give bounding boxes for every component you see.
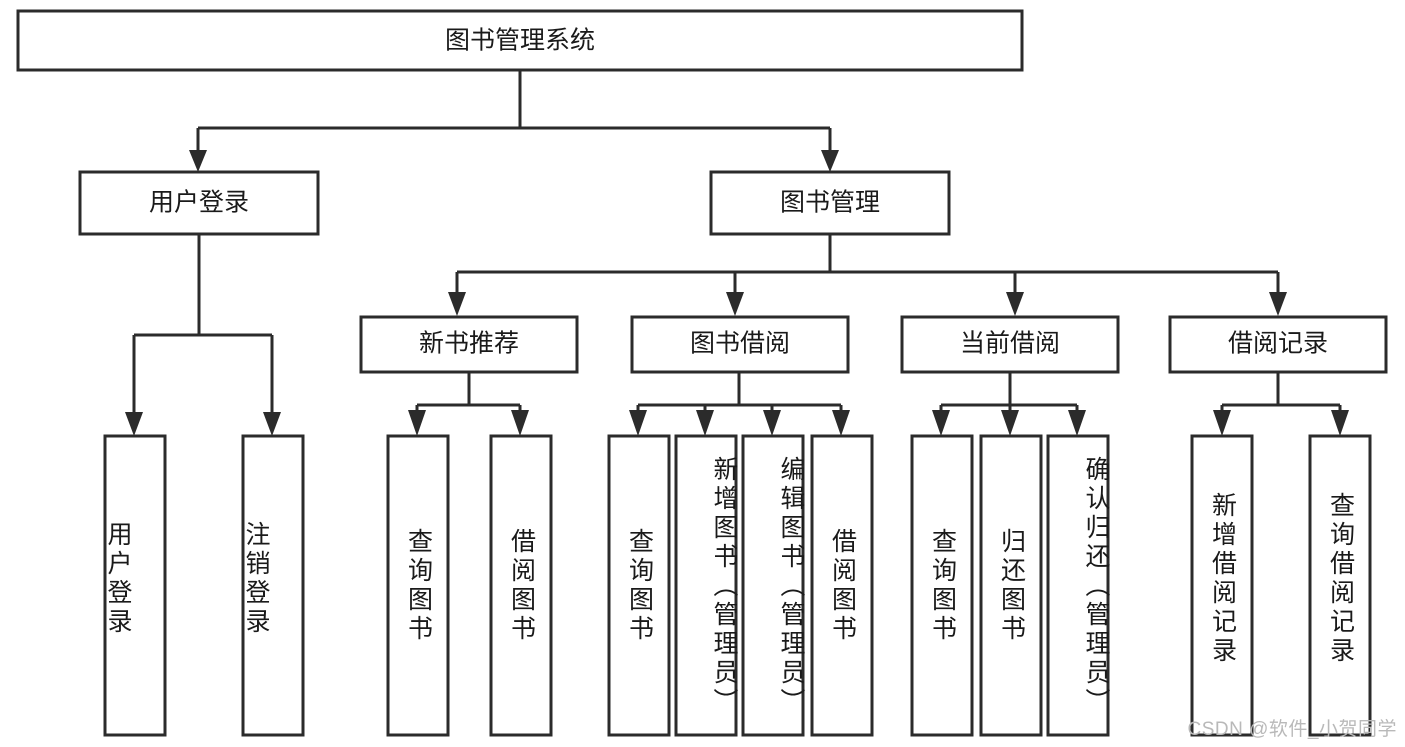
leafbox-add-book[interactable]	[674, 434, 738, 737]
leafbox-borrow-book-2[interactable]	[810, 434, 874, 737]
leafbox-logout[interactable]	[241, 434, 305, 737]
node-root[interactable]: 图书管理系统	[16, 9, 1024, 72]
node-current-borrow-label: 当前借阅	[960, 330, 1060, 358]
connector-borrowrecord-to-leaves	[1213, 372, 1349, 436]
connector-root-to-level2	[189, 70, 839, 172]
node-new-book-recommend[interactable]: 新书推荐	[359, 315, 579, 374]
leafbox-borrow-book-1[interactable]	[489, 434, 553, 737]
node-borrow-record-label: 借阅记录	[1228, 330, 1328, 358]
connector-bookborrow-to-leaves	[629, 372, 850, 436]
node-user-login[interactable]: 用户登录	[78, 170, 320, 236]
leafbox-return-book[interactable]	[979, 434, 1043, 737]
leafbox-confirm-return[interactable]	[1046, 434, 1110, 737]
node-root-label: 图书管理系统	[445, 27, 595, 55]
node-current-borrow[interactable]: 当前借阅	[900, 315, 1120, 374]
leafbox-query-record[interactable]	[1308, 434, 1372, 737]
node-book-borrow-label: 图书借阅	[690, 330, 790, 358]
connector-userlogin-to-leaves	[125, 234, 281, 436]
node-book-management[interactable]: 图书管理	[709, 170, 951, 236]
csdn-watermark: CSDN @软件_小贺同学	[1187, 719, 1397, 740]
node-book-borrow[interactable]: 图书借阅	[630, 315, 850, 374]
node-new-book-recommend-label: 新书推荐	[419, 330, 519, 358]
leafbox-query-book-1[interactable]	[386, 434, 450, 737]
leafbox-edit-book[interactable]	[741, 434, 805, 737]
connector-newbook-to-leaves	[408, 372, 529, 436]
node-user-login-label: 用户登录	[149, 189, 249, 217]
node-borrow-record[interactable]: 借阅记录	[1168, 315, 1388, 374]
connector-currentborrow-to-leaves	[932, 372, 1086, 436]
leafbox-query-book-3[interactable]	[910, 434, 974, 737]
node-book-management-label: 图书管理	[780, 189, 880, 217]
connector-bookmgmt-to-level3	[448, 234, 1287, 316]
leafbox-user-login[interactable]	[103, 434, 167, 737]
leafbox-add-record[interactable]	[1190, 434, 1254, 737]
leafbox-query-book-2[interactable]	[607, 434, 671, 737]
